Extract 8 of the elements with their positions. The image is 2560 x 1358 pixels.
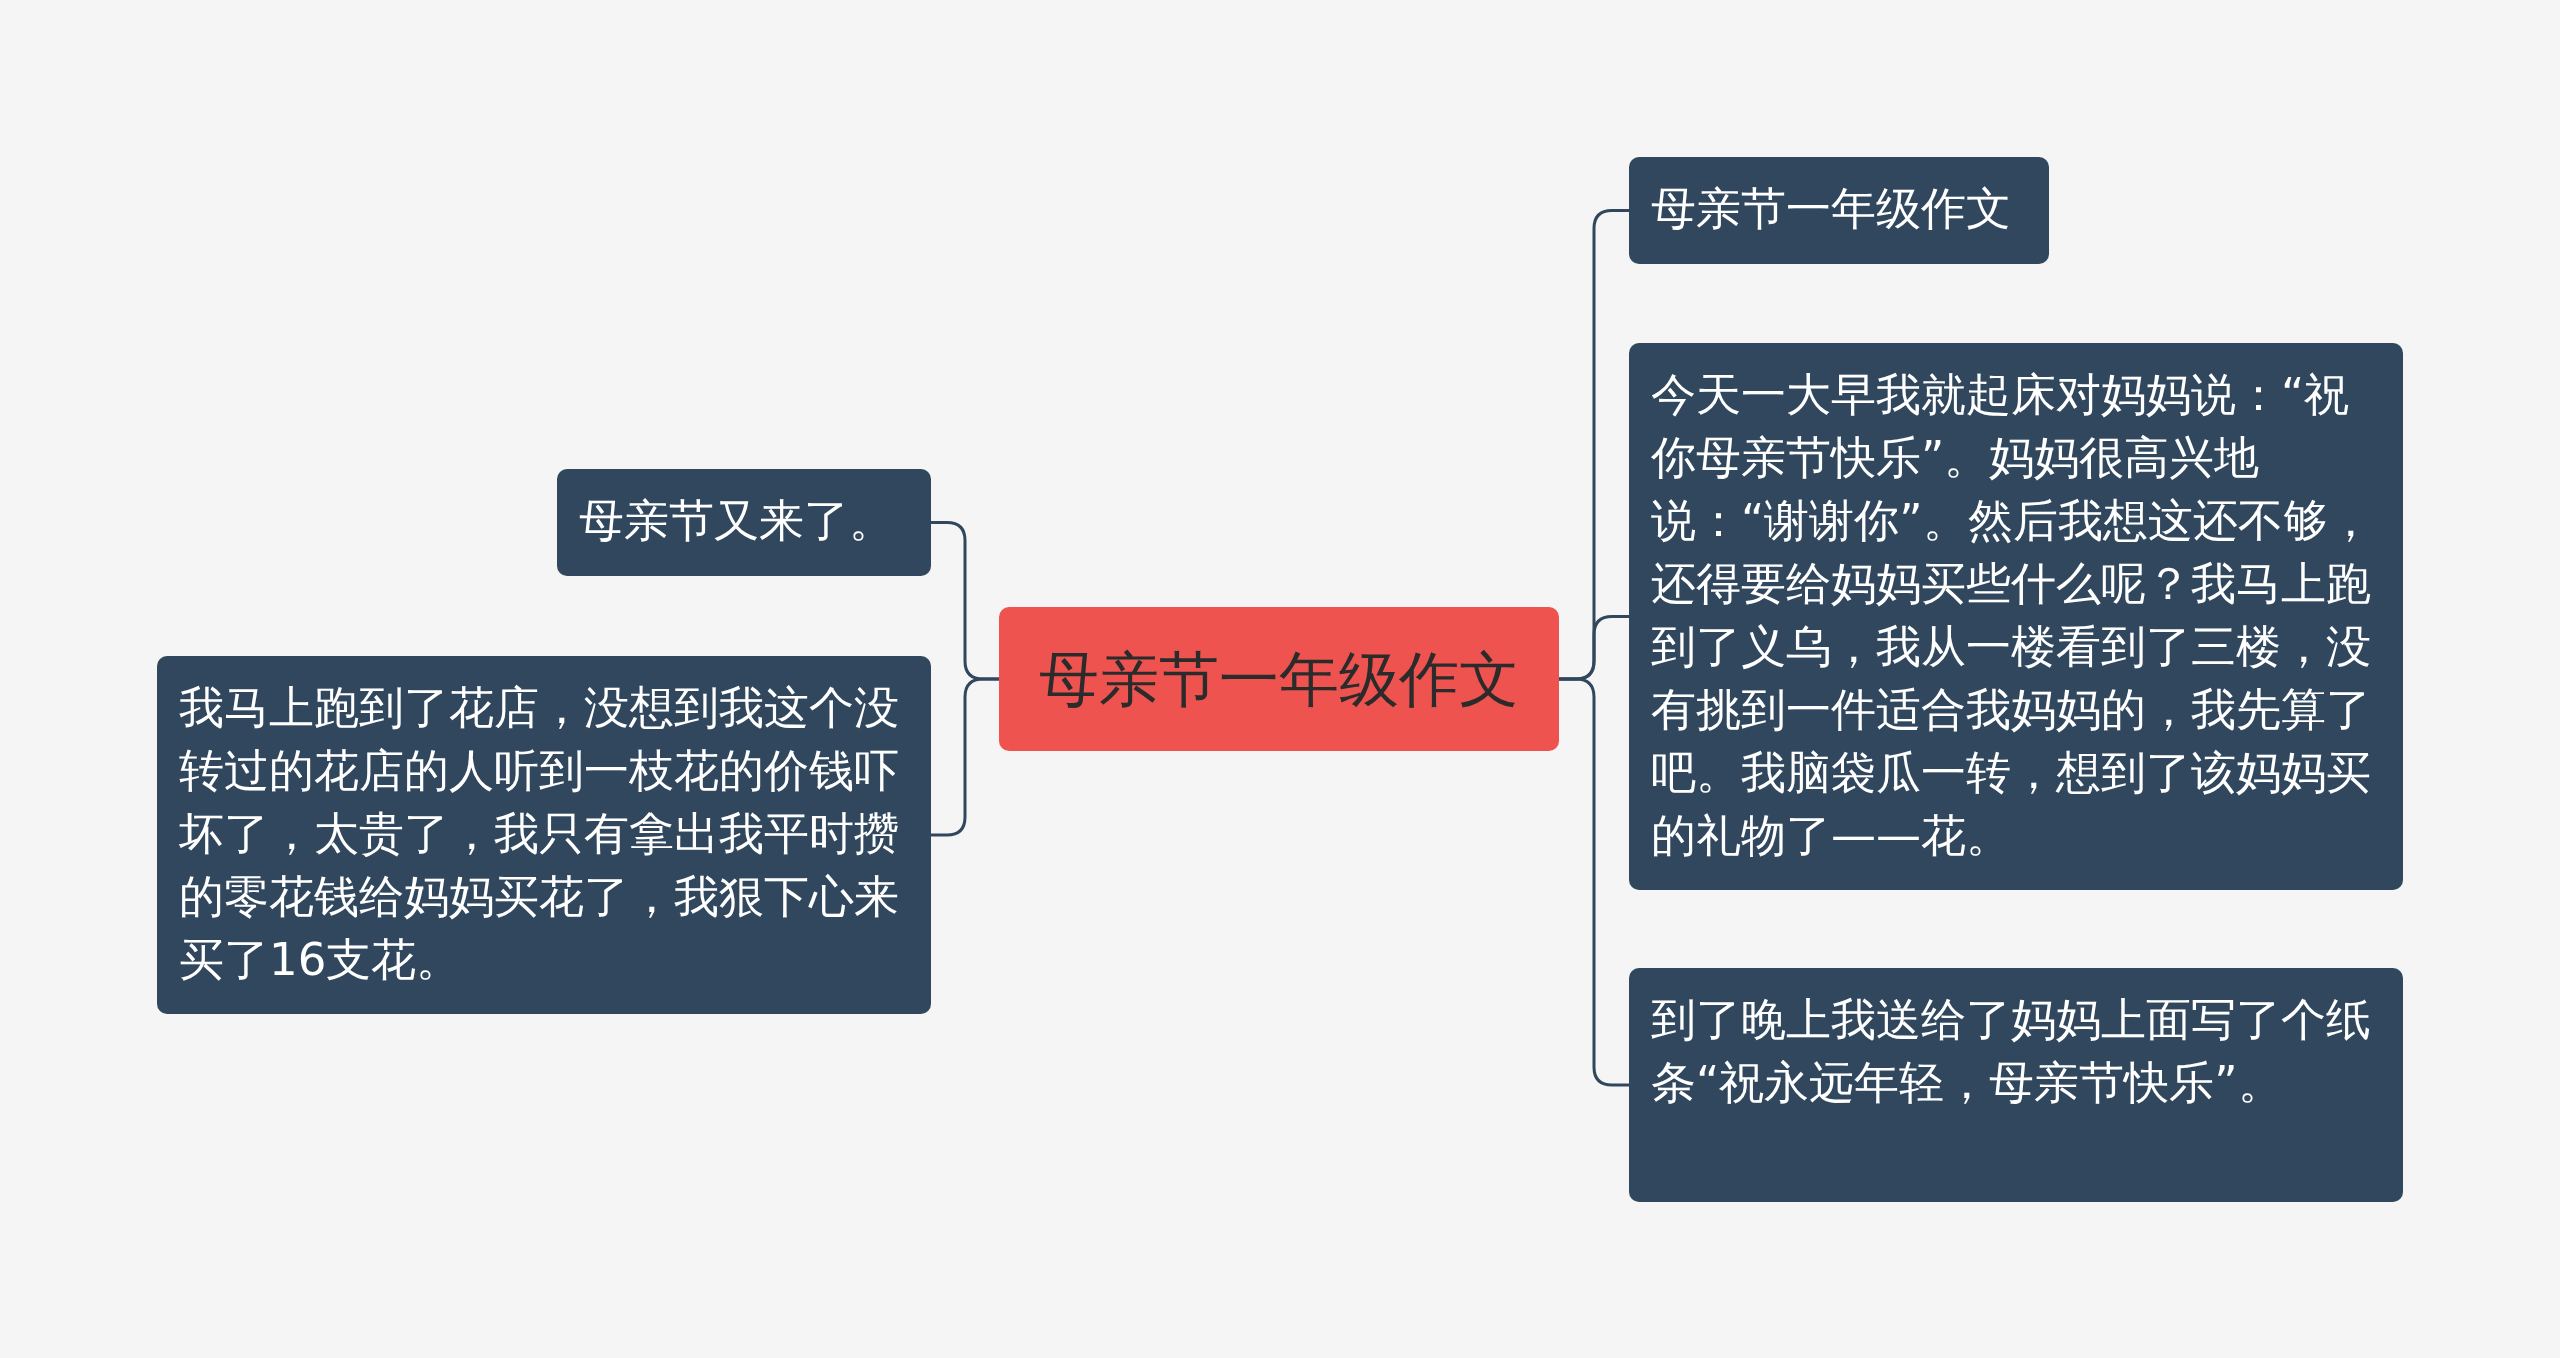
topic-box: 到了晚上我送给了妈妈上面写了个纸条“祝永远年轻，母亲节快乐”。 (1629, 968, 2403, 1202)
central-topic: 母亲节一年级作文 (999, 607, 1559, 751)
connector-line (1559, 677, 1629, 1087)
topic-box: 我马上跑到了花店，没想到我这个没转过的花店的人听到一枝花的价钱吓坏了，太贵了，我只有拿出我平时攒的零花钱给妈妈买花了，我狠下心来买了16支花。 (157, 656, 931, 1014)
connector-line (931, 677, 999, 837)
topic-box: 母亲节一年级作文 (1629, 157, 2049, 264)
topic-box: 母亲节又来了。 (557, 469, 931, 576)
topic-box: 今天一大早我就起床对妈妈说：“祝你母亲节快乐”。妈妈很高兴地说：“谢谢你”。然后我想这还不够，还得要给妈妈买些什么呢？我马上跑到了义乌，我从一楼看到了三楼，没有挑到一件适合我妈妈的，我先算了吧。我脑袋瓜一转，想到了该妈妈买的礼物了——花。 (1629, 343, 2403, 890)
